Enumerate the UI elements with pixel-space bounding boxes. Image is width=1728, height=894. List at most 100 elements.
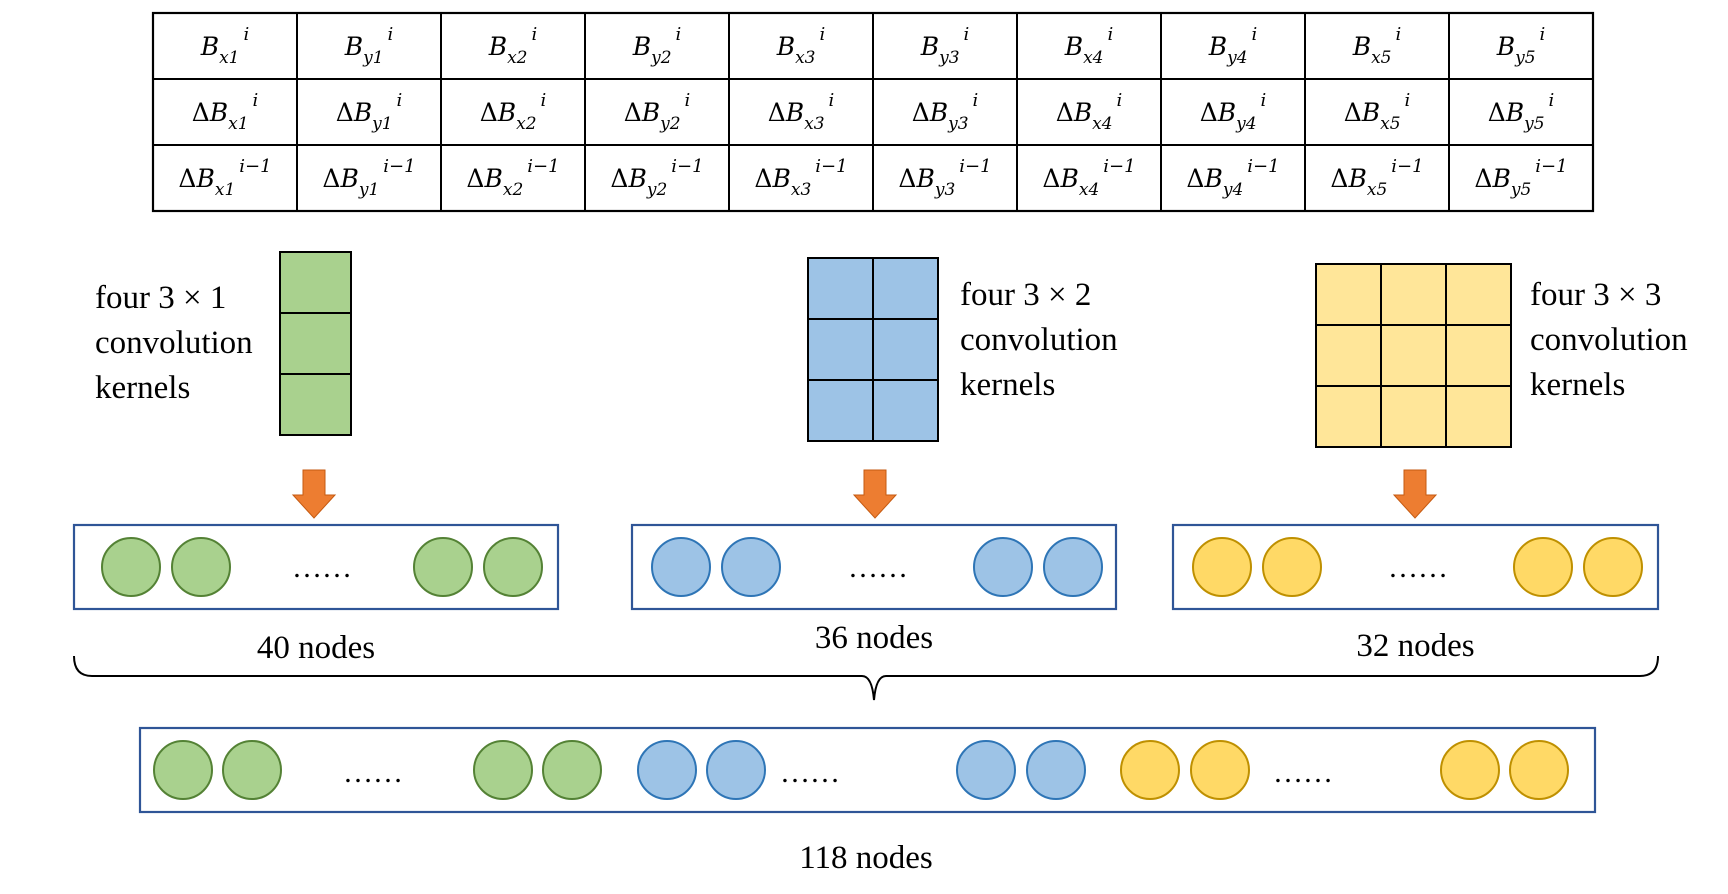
kernel-label-line: four 3 × 2 (960, 277, 1091, 313)
kernel-label-line: kernels (960, 367, 1055, 403)
cell-subscript: x2 (507, 48, 527, 68)
node-circle (721, 537, 781, 597)
table-cell: ΔBx5i (1344, 90, 1411, 134)
convolution-branches: four 3 × 1 convolution kernels …… 40 nodes fo… (72, 251, 1688, 666)
kernel-grid (1315, 263, 1512, 448)
cell-base: B (1505, 98, 1524, 127)
delta-symbol: Δ (1330, 164, 1348, 193)
cell-superscript: i (685, 90, 691, 111)
delta-symbol: Δ (322, 164, 340, 193)
cell-superscript: i (532, 24, 538, 45)
cell-base: B (209, 98, 228, 127)
table-cell: Bx5i (1352, 24, 1402, 68)
cell-subscript: x4 (1079, 180, 1099, 200)
kernel-label-line: convolution (1530, 322, 1688, 358)
table-cell: ΔBx5i−1 (1330, 156, 1423, 200)
delta-symbol: Δ (624, 98, 642, 127)
cell-base: B (488, 32, 507, 61)
node-layer-box (1171, 523, 1660, 611)
down-arrow-icon (1392, 469, 1438, 519)
table-cell: By1i (344, 24, 394, 68)
cell-base: B (200, 32, 219, 61)
table-cell: By5i (1496, 24, 1546, 68)
combined-node-circle (1190, 740, 1250, 800)
cell-superscript: i (1396, 24, 1402, 45)
table-cell: ΔBy5i−1 (1474, 156, 1567, 200)
table-cell: ΔBx1i−1 (178, 156, 271, 200)
cell-base: B (920, 32, 939, 61)
cell-superscript: i (1261, 90, 1267, 111)
combined-node-count-label: 118 nodes (799, 840, 933, 876)
cell-subscript: y5 (1514, 48, 1535, 68)
kernel-label-line: four 3 × 1 (95, 280, 226, 316)
table-cell: ΔBx4i (1056, 90, 1123, 134)
down-arrow-icon (852, 469, 898, 519)
kernel-label-line: convolution (95, 325, 253, 361)
cell-superscript: i (253, 90, 259, 111)
table-cell: By4i (1208, 24, 1258, 68)
cell-base: B (1203, 164, 1222, 193)
cell-superscript: i−1 (383, 156, 415, 177)
cell-subscript: x3 (795, 48, 815, 68)
table-cell: ΔBy4i (1200, 90, 1267, 134)
cell-base: B (1073, 98, 1092, 127)
node-circle (101, 537, 161, 597)
delta-symbol: Δ (912, 98, 930, 127)
node-count-label: 32 nodes (1356, 628, 1474, 664)
node-circle (1583, 537, 1643, 597)
cell-superscript: i−1 (1391, 156, 1423, 177)
cell-base: B (1496, 32, 1515, 61)
cell-base: B (497, 98, 516, 127)
kernel-label: four 3 × 1 convolution kernels (95, 280, 253, 406)
cell-superscript: i (388, 24, 394, 45)
node-count-label: 40 nodes (257, 630, 375, 666)
cell-subscript: y2 (646, 180, 667, 200)
node-layer-box (630, 523, 1118, 611)
ellipsis: …… (848, 551, 908, 584)
kernel-label-line: kernels (1530, 367, 1625, 403)
cell-base: B (1059, 164, 1078, 193)
cell-subscript: x1 (219, 48, 239, 68)
table-cell: Bx4i (1064, 24, 1114, 68)
cell-subscript: x2 (503, 180, 523, 200)
combined-node-circle (1440, 740, 1500, 800)
table-cell: Bx3i (776, 24, 826, 68)
table-cell: ΔBx2i−1 (466, 156, 559, 200)
node-circle (651, 537, 711, 597)
cell-subscript: x1 (215, 180, 235, 200)
cell-subscript: y4 (1235, 114, 1256, 134)
table-cell: By3i (920, 24, 970, 68)
cell-base: B (339, 164, 358, 193)
table-cell: ΔBy3i (912, 90, 979, 134)
table-cell: ΔBy1i (336, 90, 403, 134)
cell-superscript: i (1549, 90, 1555, 111)
cell-superscript: i (829, 90, 835, 111)
cell-base: B (1064, 32, 1083, 61)
kernel-label-line: convolution (960, 322, 1118, 358)
cell-superscript: i−1 (527, 156, 559, 177)
cell-base: B (1208, 32, 1227, 61)
delta-symbol: Δ (610, 164, 628, 193)
cell-base: B (627, 164, 646, 193)
node-circle (973, 537, 1033, 597)
node-circle (1192, 537, 1252, 597)
delta-symbol: Δ (336, 98, 354, 127)
cell-base: B (632, 32, 651, 61)
cell-subscript: x3 (791, 180, 811, 200)
cell-subscript: x1 (228, 114, 248, 134)
cell-base: B (1361, 98, 1380, 127)
table-cell: ΔBx3i−1 (754, 156, 847, 200)
cell-subscript: x5 (1371, 48, 1391, 68)
kernel-label-line: kernels (95, 370, 190, 406)
cell-base: B (1352, 32, 1371, 61)
combined-node-circle (956, 740, 1016, 800)
delta-symbol: Δ (768, 98, 786, 127)
cell-subscript: y1 (362, 48, 383, 68)
cell-base: B (1347, 164, 1366, 193)
combined-ellipsis: …… (780, 756, 840, 789)
cell-superscript: i−1 (959, 156, 991, 177)
delta-symbol: Δ (754, 164, 772, 193)
